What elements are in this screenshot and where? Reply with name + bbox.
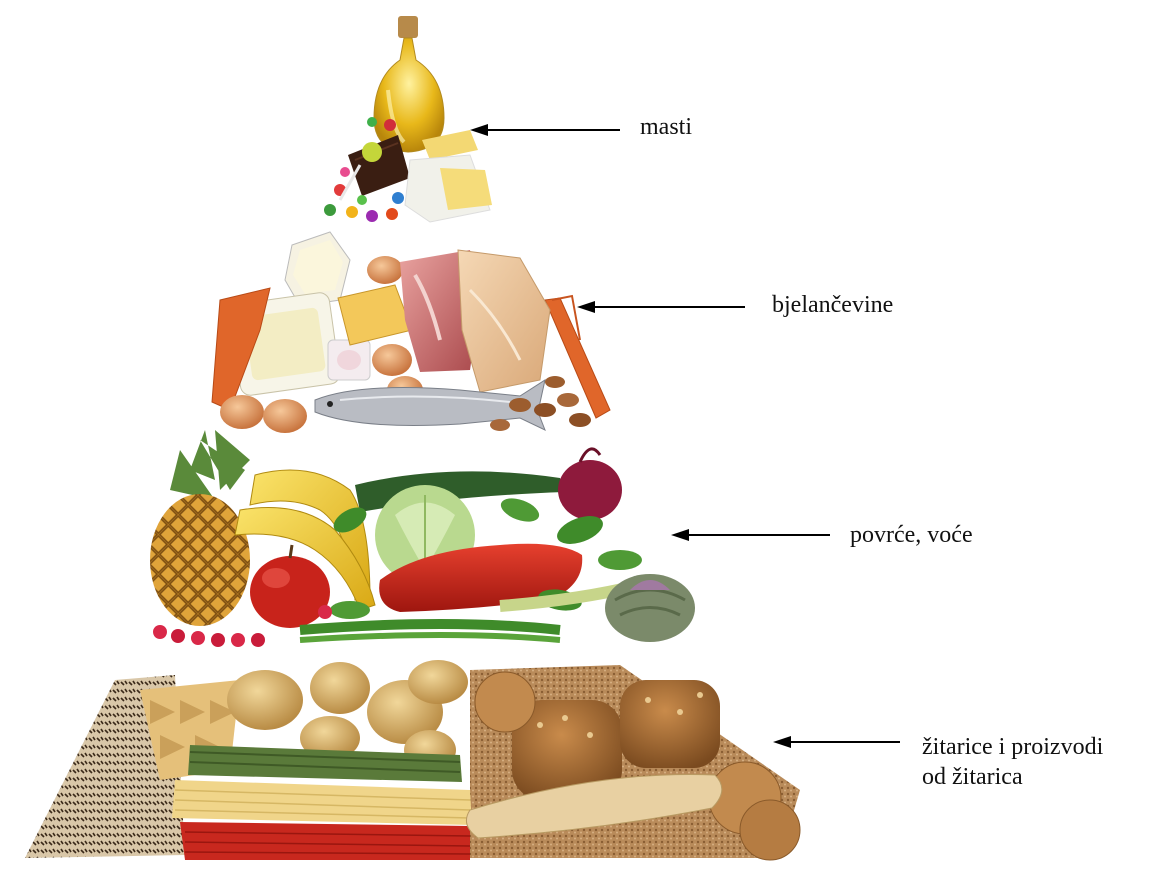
label-grains-line1: žitarice i proizvodi [922, 732, 1152, 762]
tier-grains [25, 660, 800, 860]
arrow-fats [470, 124, 620, 136]
chicken-icon [458, 250, 550, 392]
spaghetti-icon [172, 780, 472, 825]
artichoke-icon [605, 574, 695, 642]
red-onion-icon [558, 449, 622, 520]
label-proteins: bjelančevine [772, 290, 893, 320]
label-grains: žitarice i proizvodi od žitarica [922, 732, 1152, 792]
pineapple-icon [150, 430, 250, 626]
arrow-proteins [577, 301, 745, 313]
arrow-produce [671, 529, 830, 541]
chives-icon [300, 624, 560, 630]
oil-bottle-icon [374, 16, 444, 152]
label-fats: masti [640, 112, 692, 142]
label-produce: povrće, voće [850, 520, 973, 550]
tier-proteins [212, 232, 610, 433]
apple-icon [250, 545, 330, 628]
arrow-grains [773, 736, 900, 748]
cheese-block-icon [338, 285, 412, 345]
tier-produce [150, 430, 695, 647]
tier-fats [324, 16, 492, 222]
label-grains-line2: od žitarica [922, 762, 1152, 792]
